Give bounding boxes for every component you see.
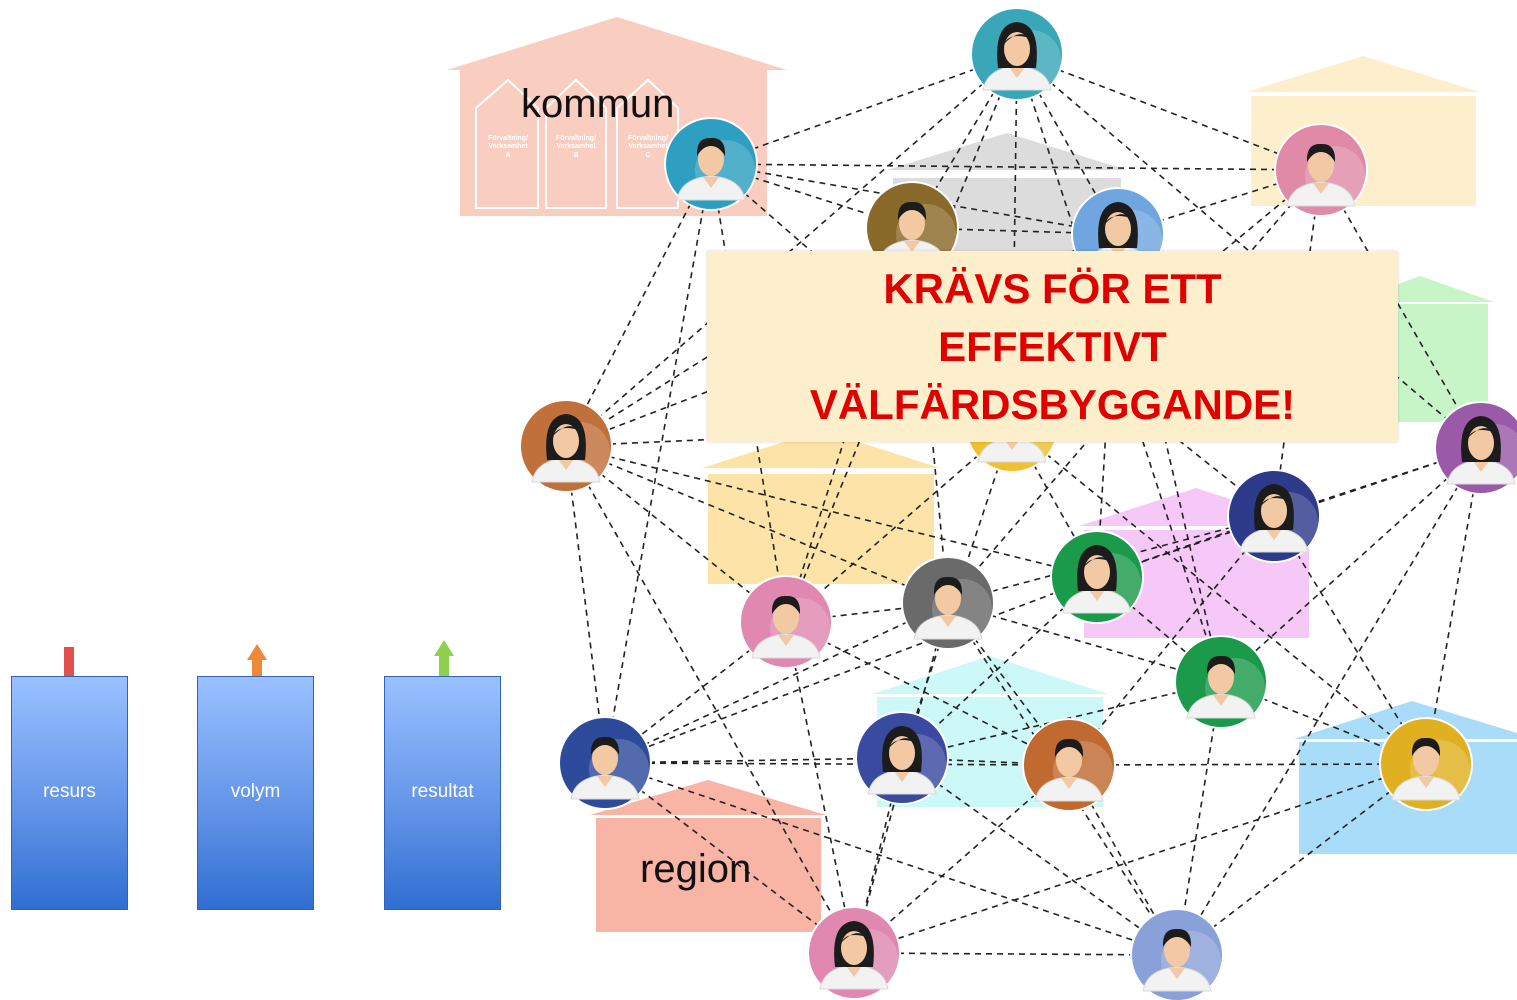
connection-line <box>565 163 712 447</box>
person-man-icon <box>901 556 995 650</box>
kommun-column-a-line3: A <box>505 152 510 159</box>
connection-line <box>604 757 903 764</box>
connection-line <box>565 445 606 764</box>
person-man-icon <box>558 716 652 810</box>
kommun-column-a-line2: Verksamhet <box>488 143 528 150</box>
connection-line <box>853 764 1070 954</box>
region-label: region <box>640 847 752 891</box>
person-woman-icon <box>807 906 901 1000</box>
region-building <box>590 780 826 932</box>
kommun-columns <box>475 78 679 209</box>
connection-line <box>785 53 1018 623</box>
kommun-column-b-line3: B <box>573 152 578 159</box>
connection-line <box>853 763 1427 954</box>
connection-line <box>947 169 1322 604</box>
person-woman-icon <box>970 7 1064 101</box>
connection-line <box>604 762 855 954</box>
connection-line <box>785 621 855 954</box>
person-man-icon <box>664 117 758 211</box>
person-woman-icon <box>855 711 949 805</box>
connection-line <box>604 762 1070 766</box>
connection-line <box>604 762 1178 956</box>
connection-line <box>565 445 1098 578</box>
connection-line <box>565 445 855 954</box>
building-yellow <box>702 430 940 584</box>
connection-line <box>1425 447 1482 765</box>
connection-line <box>710 163 1322 171</box>
connection-line <box>1176 763 1427 956</box>
connection-line <box>565 53 1018 447</box>
connection-line <box>1320 169 1482 449</box>
person-man-icon <box>1379 717 1473 811</box>
connection-line <box>565 445 949 604</box>
connection-line <box>1273 515 1427 765</box>
volym-bar: volym <box>197 676 314 910</box>
kommun-column-a-line1: Förvaltning/ <box>488 135 528 142</box>
kommun-column-b-line1: Förvaltning/ <box>556 135 596 142</box>
person-man-icon <box>1174 635 1268 729</box>
connection-line <box>785 425 1013 623</box>
resultat-bar: resultat <box>384 676 501 910</box>
kommun-column-c-line3: C <box>645 152 650 159</box>
person-woman-icon <box>1050 530 1144 624</box>
banner-line-1: KRÄVS FÖR ETT <box>883 264 1222 312</box>
kommun-label: kommun <box>521 82 675 126</box>
connection-line <box>1011 425 1427 765</box>
person-man-icon <box>1130 908 1224 1000</box>
connection-line <box>901 757 1178 956</box>
person-man-icon <box>1022 718 1116 812</box>
person-man-icon <box>739 575 833 669</box>
connection-line <box>1068 515 1275 766</box>
resurs-bar: resurs <box>11 676 128 910</box>
connection-line <box>1016 53 1482 449</box>
connection-line <box>1273 169 1322 517</box>
person-man-icon <box>1274 123 1368 217</box>
person-woman-icon <box>519 399 613 493</box>
kommun-column-c-line2: Verksamhet <box>628 143 668 150</box>
kommun-column-b-line2: Verksamhet <box>556 143 596 150</box>
kommun-column-c-line1: Förvaltning/ <box>628 135 668 142</box>
connection-line <box>710 163 1119 235</box>
resurs-label: resurs <box>43 781 96 802</box>
connection-line <box>947 602 1222 683</box>
connection-line <box>785 621 1070 766</box>
connection-line <box>1220 447 1482 683</box>
person-woman-icon <box>1434 401 1517 495</box>
resultat-label: resultat <box>411 781 474 802</box>
volym-label: volym <box>230 781 281 802</box>
connection-line <box>604 602 949 764</box>
connection-line <box>604 163 712 764</box>
connection-line <box>901 425 1013 759</box>
connection-line <box>853 952 1178 956</box>
person-woman-icon <box>1227 469 1321 563</box>
banner-line-2: EFFEKTIVT <box>938 322 1167 370</box>
banner: KRÄVS FÖR ETT EFFEKTIVT VÄLFÄRDSBYGGANDE… <box>707 251 1398 442</box>
connection-line <box>1068 763 1427 766</box>
banner-line-3: VÄLFÄRDSBYGGANDE! <box>809 380 1296 428</box>
